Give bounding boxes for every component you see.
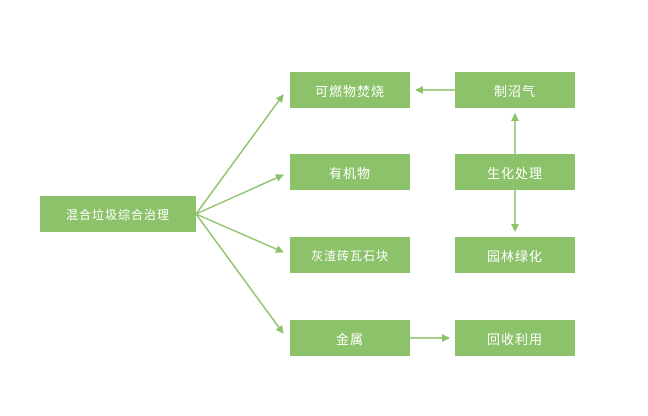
node-biochem-label: 生化处理 bbox=[486, 165, 543, 181]
node-organic: 有机物 bbox=[290, 154, 410, 190]
node-combustible-label: 可燃物焚烧 bbox=[314, 83, 385, 99]
node-ash-label: 灰渣砖瓦石块 bbox=[310, 248, 389, 263]
node-biogas-label: 制沼气 bbox=[493, 83, 536, 99]
edge-root-combustible bbox=[195, 94, 284, 215]
node-landscaping-label: 园林绿化 bbox=[486, 248, 543, 264]
node-recycle-label: 回收利用 bbox=[486, 331, 543, 347]
node-biochem: 生化处理 bbox=[455, 154, 575, 190]
node-combustible: 可燃物焚烧 bbox=[290, 72, 410, 108]
edge-root-ash bbox=[195, 213, 284, 253]
node-recycle: 回收利用 bbox=[455, 320, 575, 356]
node-organic-label: 有机物 bbox=[328, 165, 371, 181]
node-metal: 金属 bbox=[290, 320, 410, 356]
edge-root-organic bbox=[195, 174, 284, 215]
node-ash: 灰渣砖瓦石块 bbox=[290, 237, 410, 273]
node-biogas: 制沼气 bbox=[455, 72, 575, 108]
edge-root-metal bbox=[195, 213, 284, 334]
node-root-label: 混合垃圾综合治理 bbox=[65, 207, 170, 222]
node-root: 混合垃圾综合治理 bbox=[40, 196, 196, 232]
node-landscaping: 园林绿化 bbox=[455, 237, 575, 273]
node-metal-label: 金属 bbox=[335, 331, 364, 347]
